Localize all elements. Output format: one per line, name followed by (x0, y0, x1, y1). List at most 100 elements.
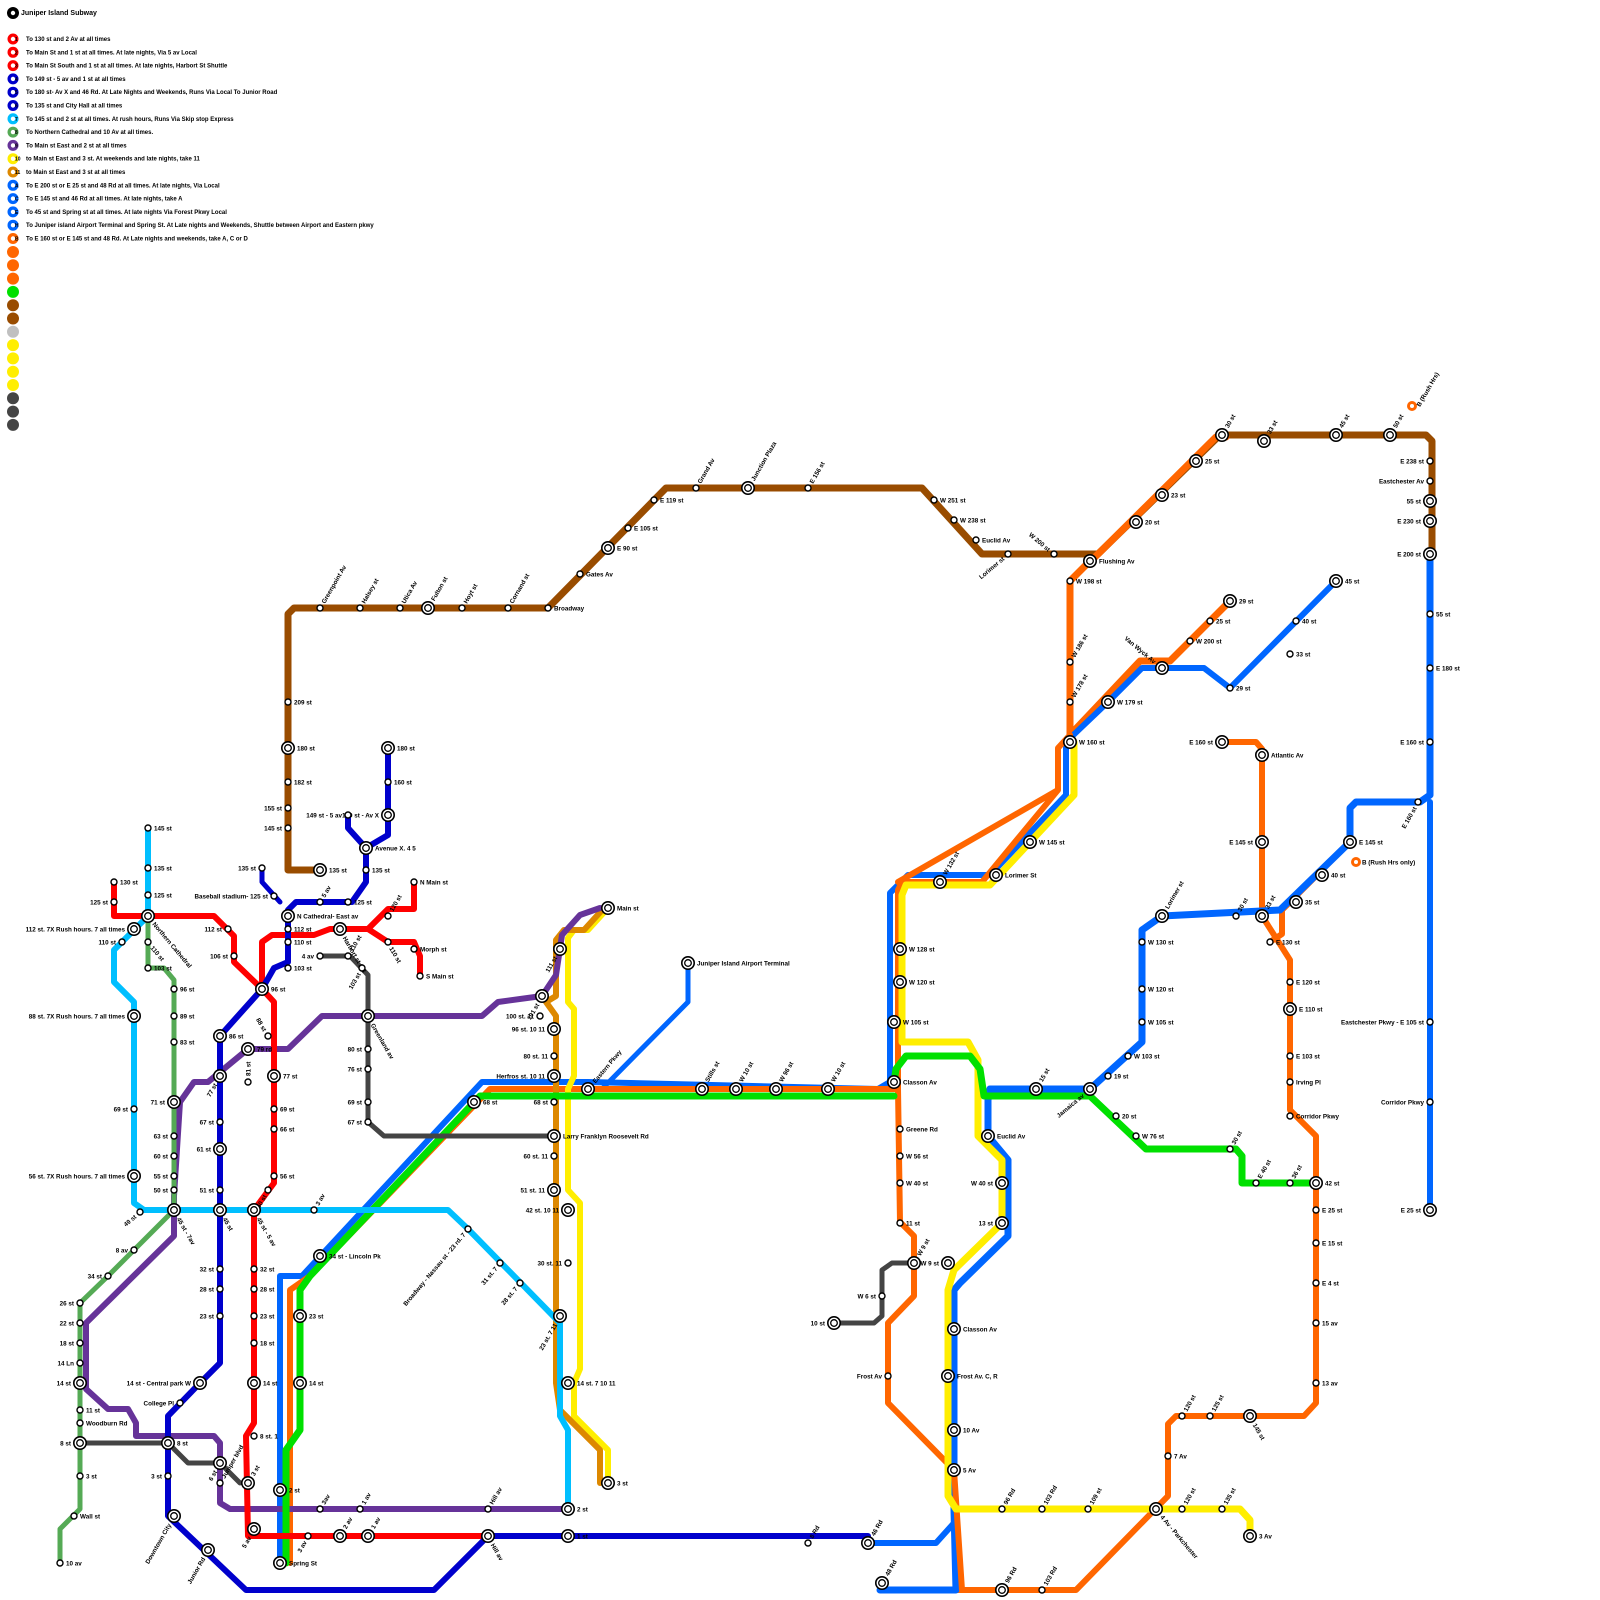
station[interactable]: E 25 st (1312, 1206, 1343, 1214)
station[interactable]: 125 st (144, 891, 173, 899)
station[interactable]: W 130 st (1138, 938, 1174, 946)
station[interactable]: 28 st (250, 1285, 275, 1293)
station[interactable]: W 198 st (1066, 577, 1102, 585)
station[interactable]: 18 st (60, 1339, 84, 1347)
station[interactable]: N Cathedral- East av (280, 908, 359, 923)
station[interactable]: S Main st (416, 972, 455, 980)
station[interactable]: 3 st (151, 1472, 172, 1480)
station[interactable]: Wall st (70, 1512, 101, 1520)
station[interactable]: 1 st (560, 1529, 589, 1544)
station[interactable]: 14 st. 7 10 11 (560, 1376, 616, 1391)
station[interactable]: Woodburn Rd (76, 1419, 128, 1427)
station[interactable]: E 238 st (1400, 457, 1434, 465)
station[interactable]: Gates Av (576, 570, 613, 578)
station[interactable]: Flushing Av (1083, 553, 1135, 568)
station[interactable]: 55 st (1407, 493, 1438, 508)
station[interactable]: 19 st (1104, 1072, 1129, 1080)
station[interactable]: 3 st (600, 1476, 629, 1491)
station[interactable]: 5 Av (946, 1463, 977, 1478)
station[interactable]: 8 st (60, 1436, 88, 1451)
station[interactable]: 20 st (1112, 1112, 1137, 1120)
station[interactable]: 30 st. 11 (537, 1259, 572, 1267)
station[interactable]: 96 st (170, 985, 195, 993)
station[interactable]: 88 st. 7X Rush hours. 7 all times (29, 1008, 142, 1023)
station[interactable]: 14 Ln (58, 1359, 84, 1367)
station[interactable]: 80 st (348, 1045, 372, 1053)
station[interactable]: 209 st (284, 698, 313, 706)
station[interactable]: 55 st (154, 1172, 178, 1180)
station[interactable]: Euclid Av (972, 536, 1011, 544)
station[interactable]: 61 st (197, 1142, 228, 1157)
station[interactable]: 135 st (312, 862, 348, 877)
station[interactable]: 79 rd (241, 1042, 272, 1057)
station[interactable]: W 103 st (1124, 1052, 1160, 1060)
station[interactable]: E 90 st (600, 540, 638, 555)
station[interactable]: Herfros st. 10 11 (496, 1069, 561, 1084)
station[interactable]: 135 st (238, 864, 266, 872)
station[interactable]: 31 st. 7 (480, 1259, 504, 1287)
station[interactable]: 149 st - 5 av (306, 811, 352, 819)
station[interactable]: E 160 st (1189, 734, 1230, 749)
station[interactable]: 160 st (384, 778, 413, 786)
station[interactable]: 23 st (292, 1309, 324, 1324)
station[interactable]: 2 st (560, 1502, 589, 1517)
station[interactable]: Irving Pl (1286, 1078, 1321, 1086)
station[interactable]: 145 st (264, 824, 292, 832)
station[interactable]: 103 st (284, 964, 313, 972)
station[interactable]: 145 st (144, 824, 173, 832)
station[interactable]: E 110 st (1283, 1001, 1324, 1016)
station[interactable]: Greene Rd (896, 1125, 938, 1133)
station[interactable]: 13 av (1312, 1379, 1338, 1387)
station[interactable]: 68 st (534, 1098, 558, 1106)
station[interactable]: Corridor Pkwy (1286, 1112, 1340, 1120)
station[interactable]: 55 st (1426, 610, 1451, 618)
station[interactable]: 100 st. 11 (506, 1012, 544, 1020)
station[interactable]: 18 st (250, 1339, 275, 1347)
station[interactable]: 68 st (466, 1095, 498, 1110)
station[interactable]: E 119 st (650, 496, 684, 504)
station[interactable]: 8 av (116, 1246, 138, 1254)
station[interactable]: Main st (600, 900, 640, 915)
station[interactable]: 67 st (200, 1118, 224, 1126)
station[interactable]: 96 st. 10 11 (512, 1021, 561, 1036)
station[interactable]: 23 st (200, 1312, 224, 1320)
station[interactable]: Atlantic Av (1255, 747, 1304, 762)
station[interactable]: 25 st (1206, 617, 1231, 625)
station[interactable]: 26 st (60, 1299, 84, 1307)
station[interactable]: Lorimer St (988, 867, 1038, 882)
station[interactable]: W 105 st (1138, 1018, 1174, 1026)
station[interactable]: Larry Franklyn Roosevelt Rd (546, 1129, 649, 1144)
station[interactable]: Frost Av. C, R (940, 1369, 998, 1384)
station[interactable]: 14 st (292, 1376, 324, 1391)
station[interactable]: 66 st (270, 1125, 295, 1133)
station[interactable]: 67 st (348, 1118, 372, 1126)
station[interactable]: 11 st (896, 1219, 921, 1227)
station[interactable]: 83 st (170, 1038, 195, 1046)
station[interactable]: 40 st (1292, 617, 1317, 625)
station[interactable]: W 145 st (1022, 834, 1066, 849)
station[interactable]: 10 av (56, 1559, 82, 1567)
station[interactable]: Euclid Av (980, 1129, 1026, 1144)
station[interactable]: 13 st (979, 1216, 1009, 1231)
station[interactable]: 112 st (284, 925, 312, 933)
station[interactable]: 2 st (272, 1483, 301, 1498)
station[interactable]: W 128 st (892, 941, 936, 956)
station[interactable]: W 56 st (896, 1152, 929, 1160)
station[interactable]: 23 st (250, 1312, 275, 1320)
station[interactable]: 25 st (1189, 453, 1220, 468)
station[interactable]: 14 st - Central park W (127, 1376, 208, 1391)
station[interactable]: W 120 st (1138, 985, 1174, 993)
station[interactable]: 29 st (1226, 684, 1251, 692)
station[interactable]: W 105 st (886, 1014, 930, 1029)
station[interactable]: 14 st (247, 1376, 278, 1391)
station[interactable]: 125 st (344, 898, 373, 906)
station[interactable]: Eastchester Av (1379, 477, 1434, 485)
station[interactable]: 69 st (348, 1098, 372, 1106)
station[interactable]: 28 st (200, 1285, 224, 1293)
station[interactable]: W 6 st (857, 1292, 886, 1300)
station[interactable]: 76 st (348, 1065, 372, 1073)
station[interactable]: 32 st (200, 1265, 224, 1273)
station[interactable]: E 15 st (1312, 1239, 1343, 1247)
station[interactable]: 56 st. 7X Rush hours. 7 all times (29, 1169, 142, 1184)
station[interactable]: Eastchester Pkwy - E 105 st (1341, 1018, 1434, 1026)
